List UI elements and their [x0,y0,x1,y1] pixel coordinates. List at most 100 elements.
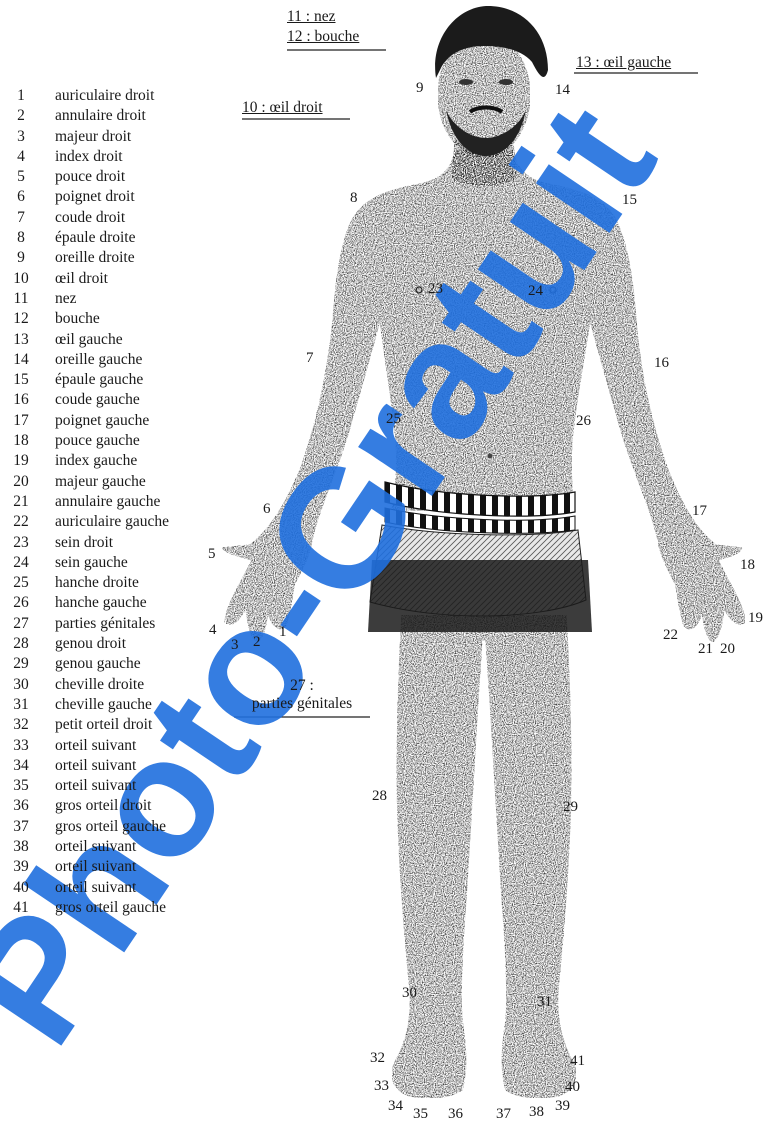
figure-number-24: 24 [528,283,543,299]
figure-number-8: 8 [350,190,358,206]
legend-item-number: 19 [6,451,36,471]
legend-item-label: pouce gauche [55,431,140,451]
figure-number-9: 9 [416,80,424,96]
legend-item: 4index droit [6,147,221,167]
legend-item: 40orteil suivant [6,878,221,898]
legend-item: 33 orteil suivant [6,736,221,756]
figure-number-34: 34 [388,1098,403,1114]
legend-item: 41 gros orteil gauche [6,898,221,918]
legend-item: 7 coude droit [6,208,221,228]
figure-number-6: 6 [263,501,271,517]
legend-item-number: 32 [6,715,36,735]
legend-item-number: 41 [6,898,36,918]
legend-item-label: oreille gauche [55,350,142,370]
callout-left-eye-text: 13 : œil gauche [576,54,671,71]
legend-item-number: 31 [6,695,36,715]
legend-item-number: 18 [6,431,36,451]
legend-item: 6poignet droit [6,187,221,207]
legend-item-number: 8 [6,228,36,248]
figure-number-2: 2 [253,634,261,650]
figure-number-14: 14 [555,82,570,98]
callout-right-eye: 10 : œil droit [242,99,323,117]
legend-item-number: 30 [6,675,36,695]
legend-item: 3majeur droit [6,127,221,147]
legend-item-number: 6 [6,187,36,207]
legend-item-label: gros orteil gauche [55,898,166,918]
legend-item-label: gros orteil droit [55,796,151,816]
legend-item-label: majeur droit [55,127,131,147]
legend-item: 11nez [6,289,221,309]
legend-item-number: 34 [6,756,36,776]
legend-item: 9oreille droite [6,248,221,268]
figure-number-36: 36 [448,1106,463,1122]
legend-item-number: 2 [6,106,36,126]
legend-item: 19index gauche [6,451,221,471]
legend-item-label: orteil suivant [55,736,136,756]
figure-number-33: 33 [374,1078,389,1094]
legend-item-label: œil droit [55,269,108,289]
legs-outline [392,615,576,1098]
legend-item-label: orteil suivant [55,857,136,877]
navel [488,454,493,459]
legend-item-number: 33 [6,736,36,756]
legend-item-number: 16 [6,390,36,410]
legend-item-label: cheville droite [55,675,144,695]
figure-number-28: 28 [372,788,387,804]
legend-item: 27parties génitales [6,614,221,634]
legend-item: 28genou droit [6,634,221,654]
legend-item-number: 7 [6,208,36,228]
legend-item-label: hanche droite [55,573,139,593]
figure-number-37: 37 [496,1106,511,1122]
legend-item-label: oreille droite [55,248,135,268]
legend-item-number: 36 [6,796,36,816]
figure-number-26: 26 [576,413,591,429]
legend-item-label: coude droit [55,208,125,228]
figure-number-30: 30 [402,985,417,1001]
legend-item-label: genou droit [55,634,126,654]
legend-item-number: 37 [6,817,36,837]
figure-number-19: 19 [748,610,763,626]
figure-number-35: 35 [413,1106,428,1122]
legend-item-number: 35 [6,776,36,796]
legend-item: 25 hanche droite [6,573,221,593]
legend-item: 17 poignet gauche [6,411,221,431]
legend-item-number: 11 [6,289,36,309]
legend-item: 1auriculaire droit [6,86,221,106]
legend-item: 29genou gauche [6,654,221,674]
legend-item: 32petit orteil droit [6,715,221,735]
figure-number-23: 23 [428,281,443,297]
callout-genitals-number: 27 : [234,677,370,695]
legend-item: 24sein gauche [6,553,221,573]
legend-item-label: bouche [55,309,100,329]
legend-item-number: 26 [6,593,36,613]
legend-item-number: 38 [6,837,36,857]
figure-number-5: 5 [208,546,216,562]
figure-number-7: 7 [306,350,314,366]
callout-nose-text: 11 : nez [287,8,336,25]
callout-mouth-text: 12 : bouche [287,28,359,45]
legend-item-label: annulaire droit [55,106,146,126]
legend-item-label: parties génitales [55,614,155,634]
legend-item-number: 25 [6,573,36,593]
figure-number-20: 20 [720,641,735,657]
figure-number-16: 16 [654,355,669,371]
legend-item-label: pouce droit [55,167,125,187]
legend-item-number: 17 [6,411,36,431]
legend-item-label: cheville gauche [55,695,152,715]
callout-genitals-label: parties génitales [234,695,370,713]
legend-item: 37gros orteil gauche [6,817,221,837]
figure-number-38: 38 [529,1104,544,1120]
legend-item-number: 5 [6,167,36,187]
right-eye [459,79,473,85]
figure-number-4: 4 [209,622,217,638]
legend-item: 36 gros orteil droit [6,796,221,816]
figure-number-31: 31 [537,994,552,1010]
legend-item: 31 cheville gauche [6,695,221,715]
belt-and-skirt [368,482,592,632]
legend-item-label: hanche gauche [55,593,147,613]
left-eye [499,79,513,85]
legend-item-label: orteil suivant [55,837,136,857]
legend-item-label: index droit [55,147,123,167]
legend-item: 5 pouce droit [6,167,221,187]
legend-item-label: poignet gauche [55,411,149,431]
